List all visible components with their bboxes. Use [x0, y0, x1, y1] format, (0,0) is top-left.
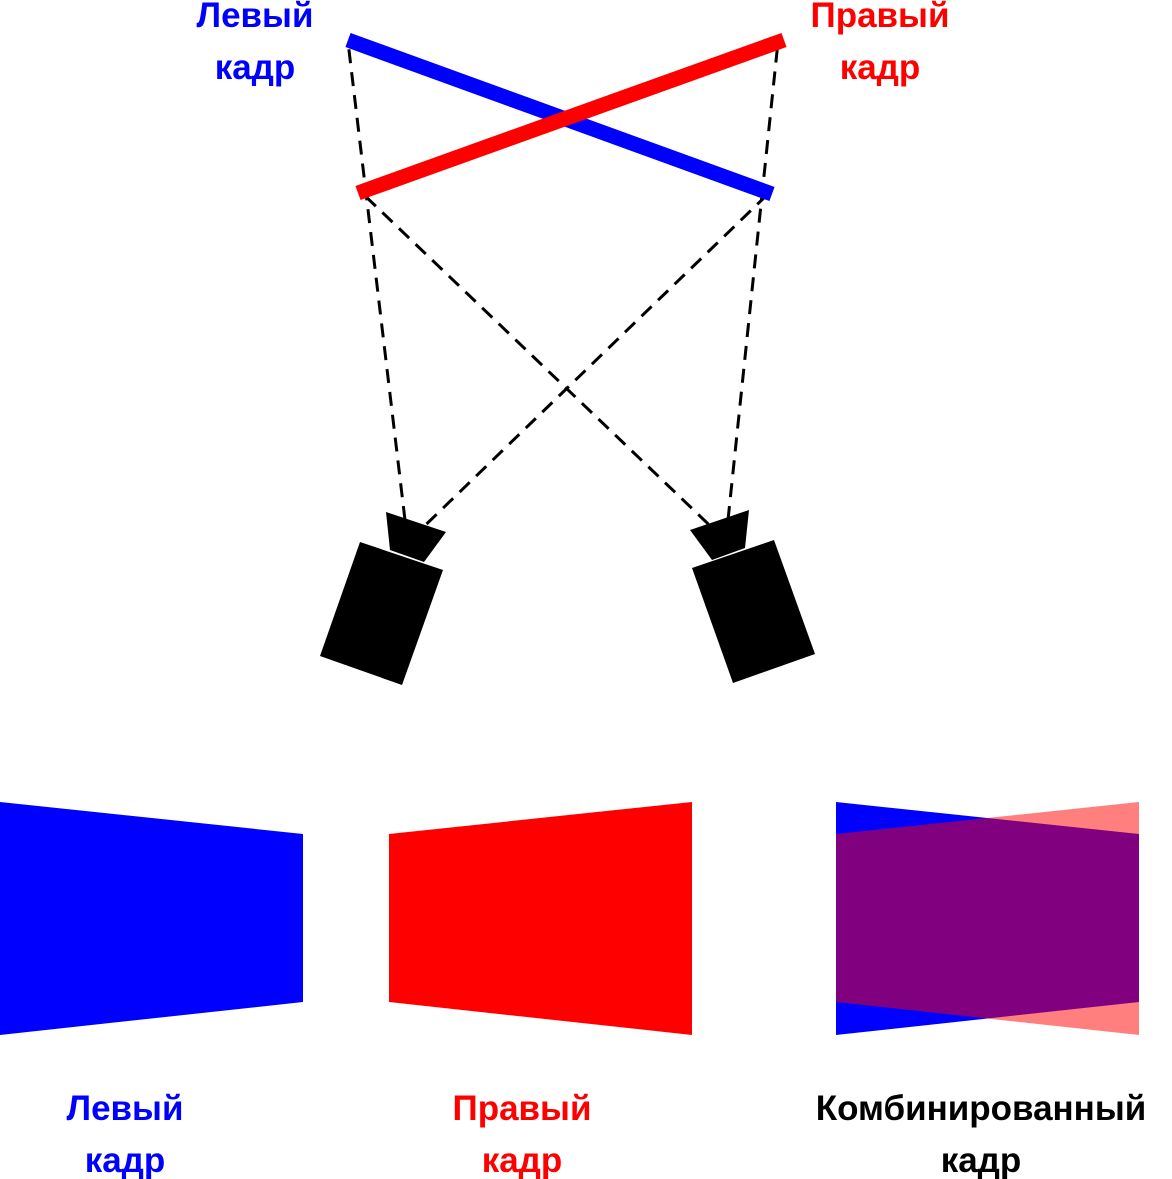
right-frame-plane — [355, 32, 787, 201]
top-left-label-line2: кадр — [214, 48, 296, 87]
left-camera-to-left-frame-start — [346, 41, 407, 521]
top-right-label-line1: Правый — [810, 0, 950, 35]
bottom-middle-label-line2: кадр — [481, 1141, 563, 1179]
right-frame-preview — [389, 802, 692, 1035]
right-camera-icon — [690, 510, 815, 683]
combined-right-layer — [836, 802, 1139, 1035]
bottom-right-label-line1: Комбинированный — [815, 1089, 1147, 1128]
left-camera-icon — [320, 512, 446, 685]
combined-frame-preview — [836, 802, 1139, 1035]
bottom-left-label-line2: кадр — [84, 1141, 166, 1179]
projection-lines — [346, 41, 780, 542]
right-camera-to-right-frame-start — [360, 191, 727, 542]
right-camera-to-right-frame-end — [726, 41, 780, 521]
bottom-right-label-line2: кадр — [940, 1141, 1022, 1179]
top-right-label-line2: кадр — [839, 48, 921, 87]
bottom-left-label-line1: Левый — [66, 1089, 184, 1128]
top-left-frame-label: Левый кадр — [180, 0, 330, 94]
bottom-right-frame-label: Комбинированный кадр — [790, 1083, 1172, 1179]
bottom-middle-label-line1: Правый — [452, 1089, 592, 1128]
left-camera-to-left-frame-end — [408, 190, 772, 542]
top-left-label-line1: Левый — [196, 0, 314, 35]
left-frame-preview — [0, 802, 303, 1035]
top-right-frame-label: Правый кадр — [795, 0, 965, 94]
bottom-left-frame-label: Левый кадр — [50, 1083, 200, 1179]
bottom-middle-frame-label: Правый кадр — [437, 1083, 607, 1179]
